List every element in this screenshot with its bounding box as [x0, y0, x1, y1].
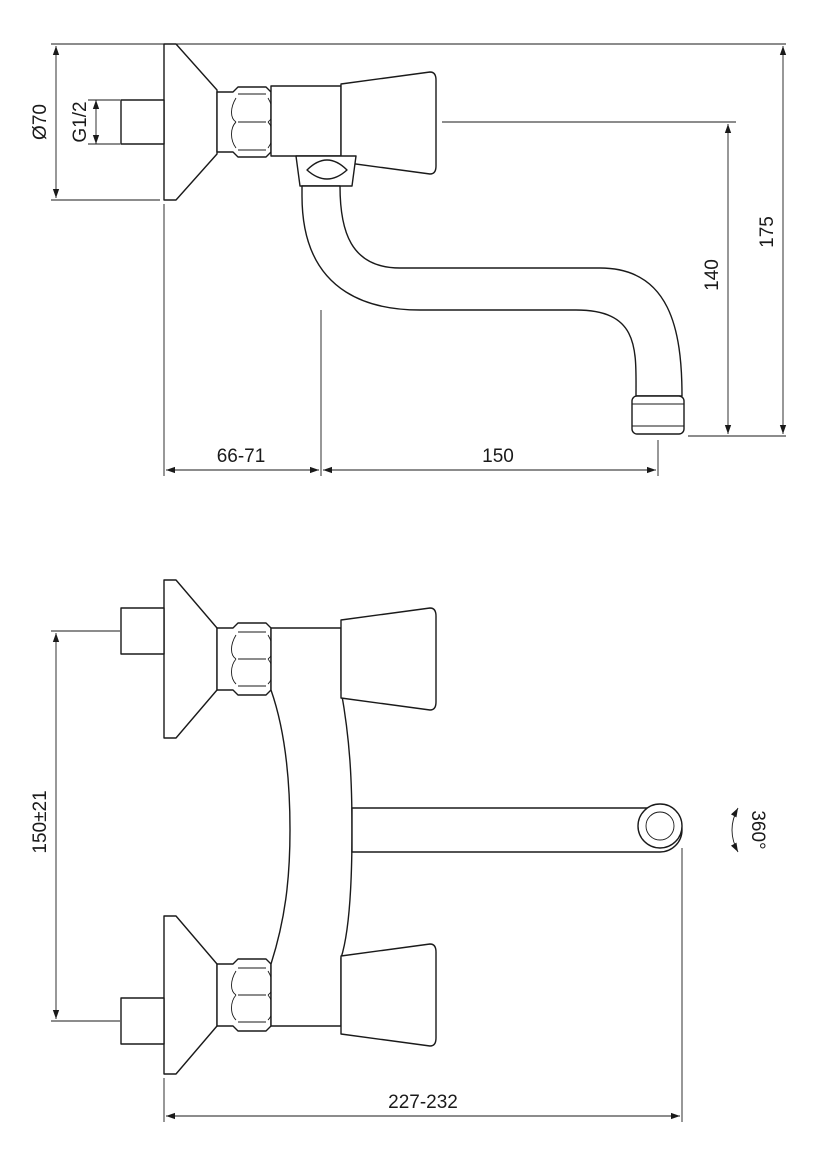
upper-handle — [340, 607, 437, 711]
spout — [301, 185, 683, 397]
front-view: 360° 150±21 227-232 — [30, 579, 768, 1122]
handle-side — [340, 71, 437, 175]
upper-wall-flange — [163, 579, 218, 739]
lower-handle — [340, 943, 437, 1047]
inlet-pipe — [120, 99, 165, 145]
lower-inlet-pipe — [120, 997, 165, 1045]
wall-flange — [163, 43, 218, 201]
spout-reach-label: 150 — [482, 446, 514, 467]
lower-wall-flange — [163, 915, 218, 1075]
offset-label: 66-71 — [217, 446, 266, 467]
overall-width-label: 227-232 — [388, 1092, 458, 1113]
valve-body — [270, 85, 342, 157]
mixer-body — [270, 627, 353, 1027]
aerator — [631, 395, 685, 435]
centre-distance-label: 150±21 — [30, 790, 51, 853]
spout-outlet — [637, 803, 683, 849]
flange-diameter-label: Ø70 — [30, 104, 51, 140]
thread-label: G1/2 — [70, 101, 91, 142]
spout-straight — [351, 807, 683, 853]
rotation-arrow — [730, 807, 739, 853]
overall-height-label: 175 — [757, 216, 778, 248]
side-view: Ø70 G1/2 66-71 150 140 175 — [30, 43, 787, 476]
spout-height-label: 140 — [702, 259, 723, 291]
rotation-label: 360° — [747, 810, 768, 849]
upper-inlet-pipe — [120, 607, 165, 655]
spout-joint — [295, 155, 357, 187]
